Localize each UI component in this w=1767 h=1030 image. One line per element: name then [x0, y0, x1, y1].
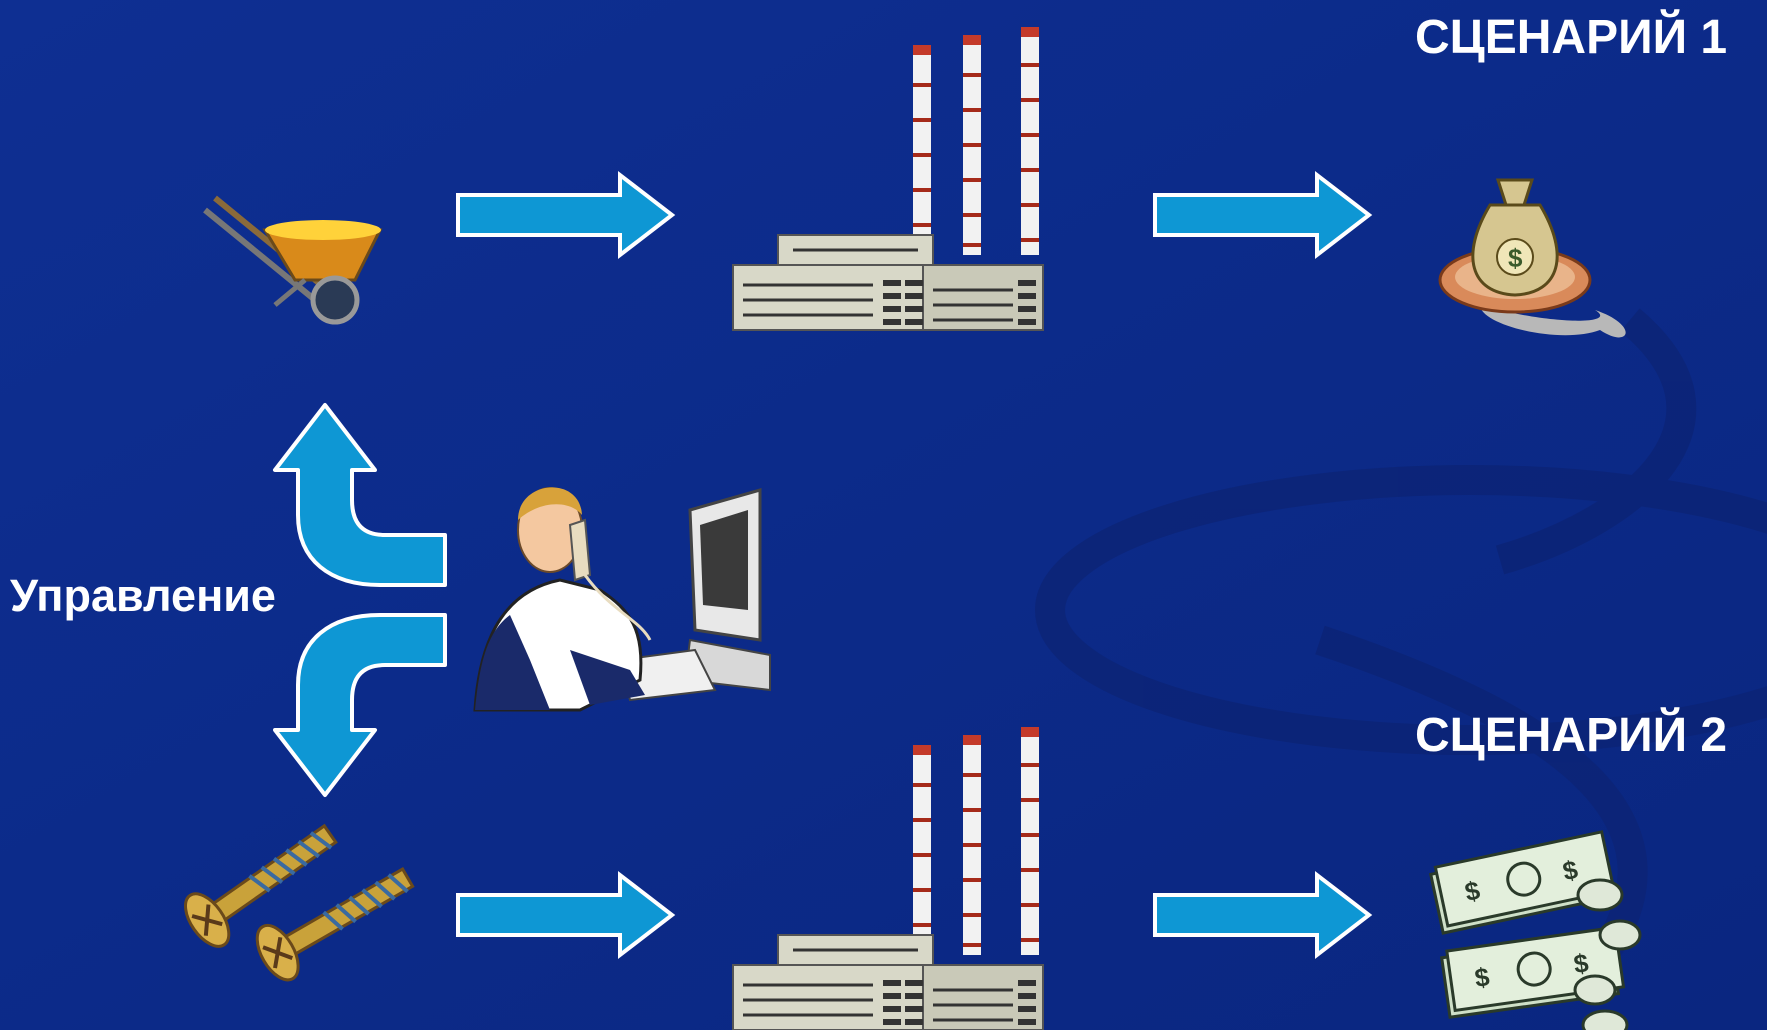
- flow-arrow-row1-to-factory: [456, 170, 676, 260]
- manager-at-computer-icon: [473, 487, 771, 712]
- background-swirl: [1035, 308, 1767, 969]
- scenario-2-label: СЦЕНАРИЙ 2: [1415, 709, 1728, 762]
- svg-text:$: $: [1473, 961, 1492, 993]
- control-arrow-down: [273, 613, 447, 797]
- svg-text:$: $: [1560, 854, 1581, 886]
- control-arrow-up: [273, 403, 447, 587]
- flow-arrow-row2-to-factory: [456, 870, 676, 960]
- flow-arrow-row2-to-output: [1153, 870, 1373, 960]
- cash-stack-icon: $ $ $ $: [1428, 830, 1642, 1030]
- scenario-1-label: СЦЕНАРИЙ 1: [1415, 11, 1728, 64]
- flow-arrow-row1-to-output: [1153, 170, 1373, 260]
- screws-icon: [184, 823, 415, 982]
- svg-text:$: $: [1462, 875, 1483, 907]
- wheelbarrow-icon: [203, 195, 383, 325]
- control-label: Управление: [10, 570, 276, 621]
- svg-text:$: $: [1572, 948, 1591, 980]
- svg-text:$: $: [1508, 243, 1523, 273]
- money-bag-icon: $: [1438, 178, 1626, 338]
